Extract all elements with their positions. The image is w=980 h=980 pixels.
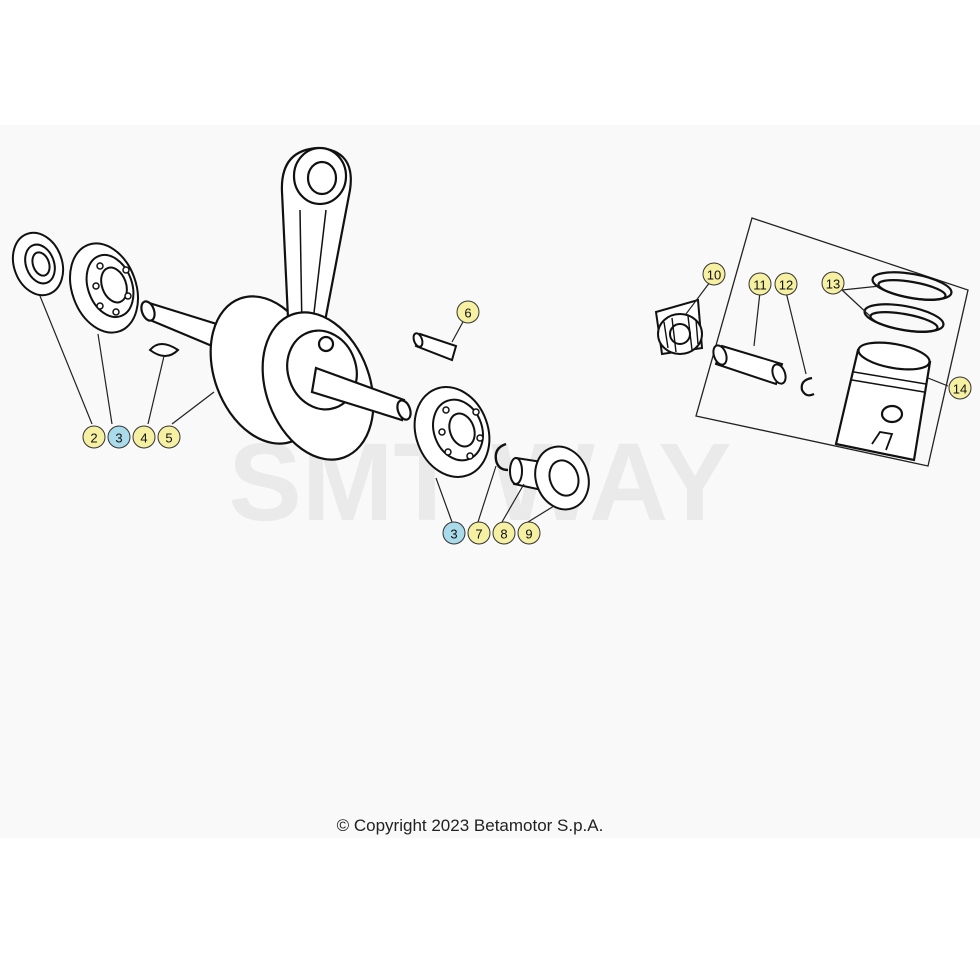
piston-rings (863, 271, 953, 333)
callout-circle (456, 300, 480, 324)
diagram-background (0, 125, 980, 838)
callout-6: 6 (456, 300, 480, 324)
woodruff-key (148, 343, 180, 357)
callout-12: 12 (774, 272, 798, 296)
callout-circle (748, 272, 772, 296)
callout-circle (467, 521, 491, 545)
bearing-right (413, 386, 491, 478)
copyright-notice: © Copyright 2023 Betamotor S.p.A. (336, 816, 604, 835)
callout-circle (157, 425, 181, 449)
callout-8: 8 (492, 521, 516, 545)
callout-circle (702, 262, 726, 286)
oil-seal-left (11, 231, 65, 297)
callout-group: 2 3 4 5 6 3 7 8 9 10 11 12 13 14 (82, 262, 972, 545)
callout-3: 3 (107, 425, 131, 449)
callout-number: 6 (464, 306, 471, 321)
callout-number: 7 (475, 527, 482, 542)
callout-number: 3 (450, 527, 457, 542)
bearing-left (69, 242, 139, 334)
callout-number: 8 (500, 527, 507, 542)
callout-circle (821, 271, 845, 295)
callout-11: 11 (748, 272, 772, 296)
callout-circle (774, 272, 798, 296)
callout-circle (948, 376, 972, 400)
leader-lines (39, 281, 949, 523)
callout-number: 3 (115, 431, 122, 446)
callout-13: 13 (821, 271, 845, 295)
callout-3: 3 (442, 521, 466, 545)
crankshaft-assembly (140, 146, 412, 461)
needle-bearing (654, 298, 704, 356)
piston-kit-frame (695, 217, 969, 467)
callout-14: 14 (948, 376, 972, 400)
callout-number: 10 (707, 268, 721, 283)
callout-number: 9 (525, 527, 532, 542)
piston-pin (712, 344, 787, 386)
callout-circle (442, 521, 466, 545)
callout-circle (132, 425, 156, 449)
callout-5: 5 (157, 425, 181, 449)
callout-number: 4 (140, 431, 147, 446)
callout-9: 9 (517, 521, 541, 545)
crank-pin (412, 332, 458, 362)
callout-10: 10 (702, 262, 726, 286)
callout-number: 5 (165, 431, 172, 446)
piston (834, 341, 932, 462)
callout-number: 11 (753, 278, 767, 293)
callout-number: 14 (953, 382, 967, 397)
callout-circle (517, 521, 541, 545)
callout-7: 7 (467, 521, 491, 545)
callout-circle (492, 521, 516, 545)
circlip (494, 442, 509, 472)
callout-4: 4 (132, 425, 156, 449)
pin-clip (800, 376, 815, 397)
callout-2: 2 (82, 425, 106, 449)
callout-number: 13 (826, 277, 840, 292)
callout-number: 12 (779, 278, 793, 293)
callout-number: 2 (90, 431, 97, 446)
oil-seal-right (534, 445, 590, 511)
callout-circle (82, 425, 106, 449)
callout-circle (107, 425, 131, 449)
